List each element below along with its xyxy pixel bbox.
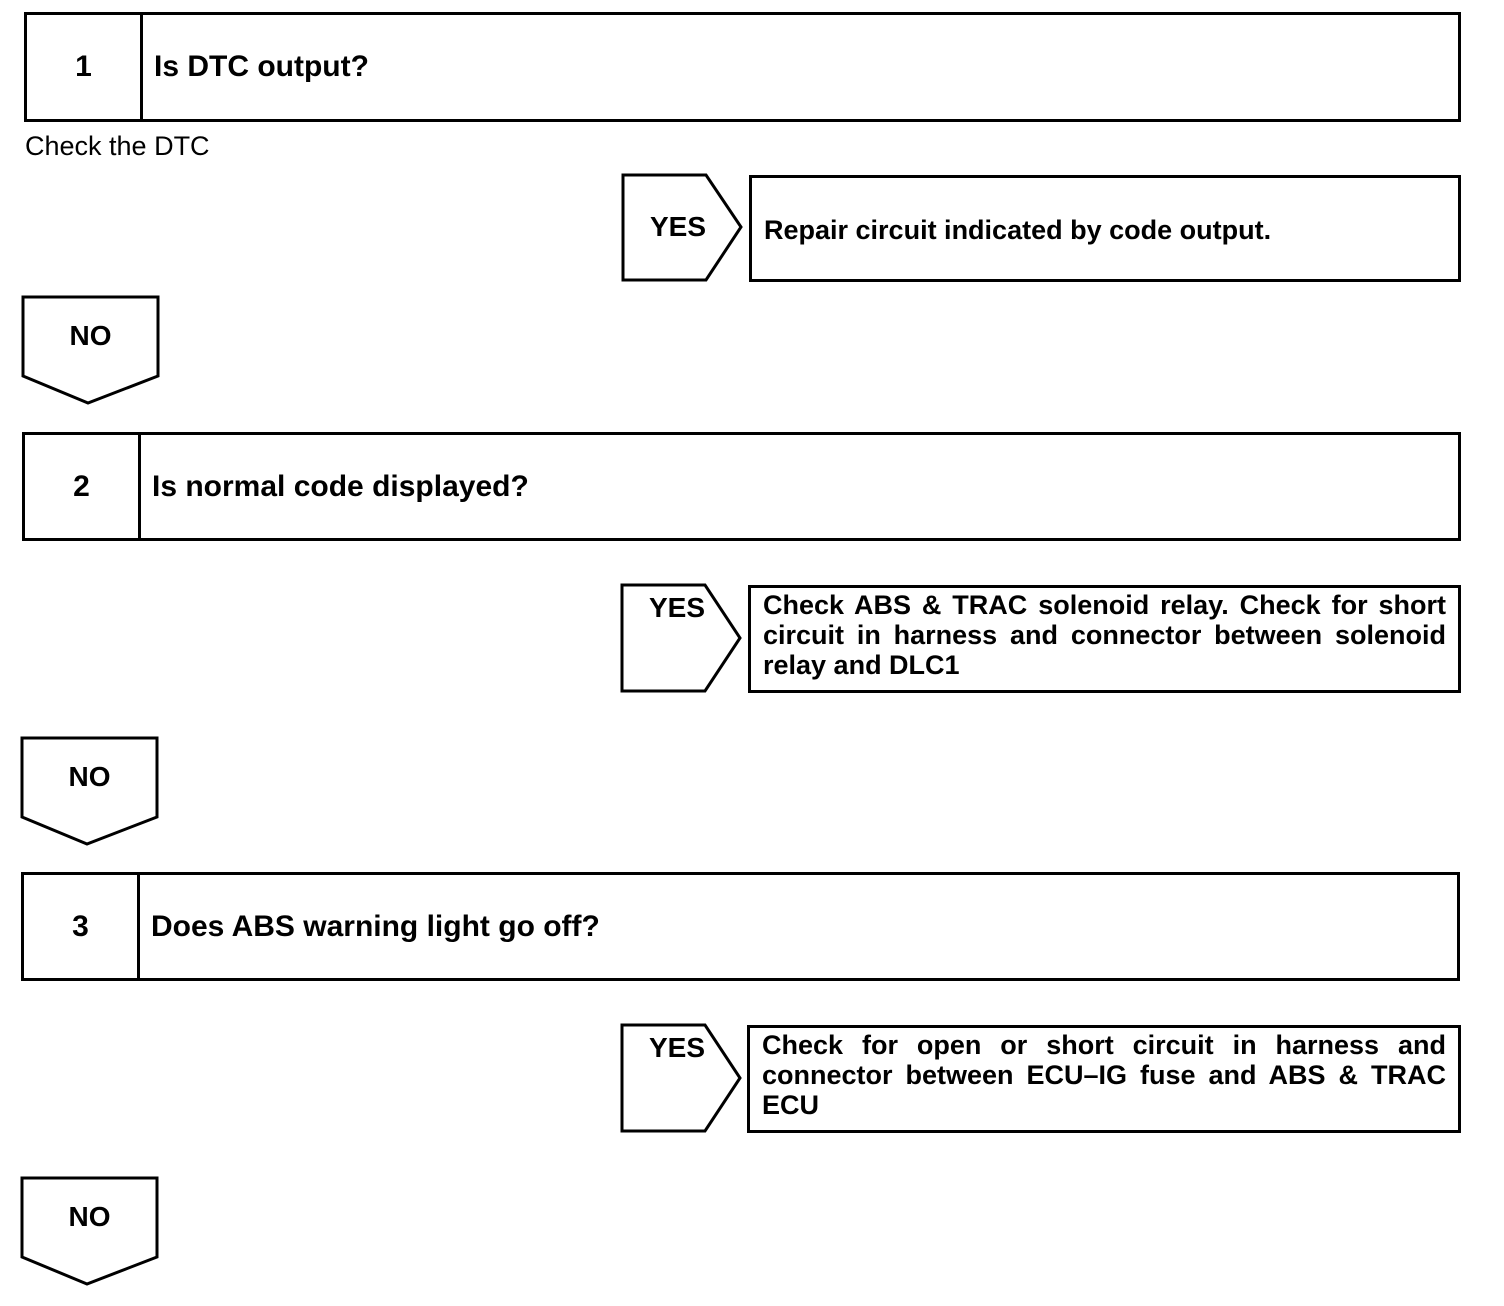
step-2-number: 2 (25, 435, 141, 538)
step-1-question: Is DTC output? (154, 50, 369, 83)
result-box-1: Repair circuit indicated by code output. (749, 175, 1461, 282)
step-3-question: Does ABS warning light go off? (151, 909, 600, 943)
no-label-2: NO (68, 761, 111, 792)
no-label-3: NO (68, 1201, 111, 1232)
yes-arrow-3 (620, 1023, 742, 1133)
no-arrow-1 (21, 295, 160, 405)
step-2-question: Is normal code displayed? (152, 469, 529, 503)
yes-label-3: YES (648, 1032, 706, 1063)
step-3-box: 3 Does ABS warning light go off? (21, 872, 1460, 981)
step-2-box: 2 Is normal code displayed? (22, 432, 1461, 541)
yes-arrow-1 (621, 173, 743, 282)
result-box-2: Check ABS & TRAC solenoid relay. Check f… (748, 585, 1461, 693)
step-1-number: 1 (27, 15, 143, 119)
yes-arrow-2 (620, 583, 742, 693)
step-1-box: 1 Is DTC output? (24, 12, 1461, 122)
yes-label-1: YES (649, 211, 707, 242)
step-1-note: Check the DTC (25, 131, 210, 161)
no-arrow-3 (20, 1176, 159, 1286)
no-arrow-2 (20, 736, 159, 846)
result-box-3: Check for open or short circuit in harne… (747, 1025, 1461, 1133)
step-3-number: 3 (24, 875, 140, 978)
no-label-1: NO (69, 320, 112, 351)
yes-label-2: YES (648, 592, 706, 623)
